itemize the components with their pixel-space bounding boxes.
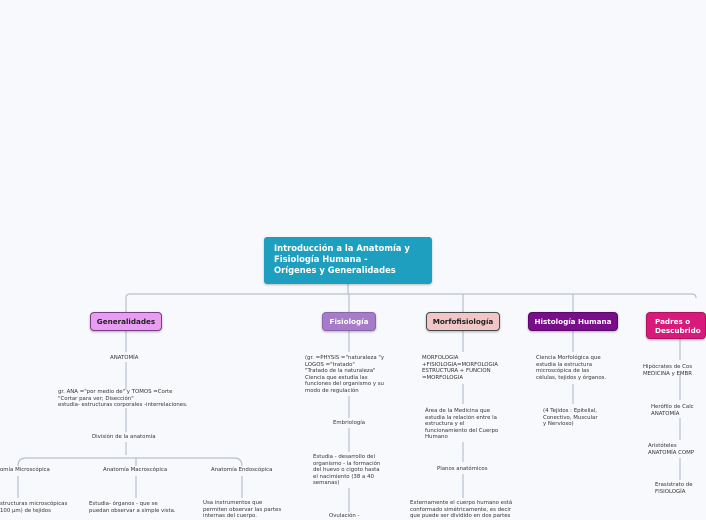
node-ovulacion[interactable]: Ovulación -: [329, 513, 360, 519]
node-planos-anatomicos[interactable]: Planos anatómicos: [437, 466, 488, 472]
node-macroscopica-desc[interactable]: Estudia- órganos - que se puedan observa…: [89, 501, 176, 514]
node-embriologia[interactable]: Embriología: [333, 420, 366, 426]
node-morfofisiologia-area[interactable]: Área de la Medicina que estudia la relac…: [425, 408, 499, 441]
central-topic-line-2: Fisiología Humana -: [274, 254, 368, 264]
topic-fisiologia[interactable]: Fisiología: [322, 312, 376, 331]
central-topic[interactable]: Introducción a la Anatomía y Fisiología …: [264, 237, 432, 284]
node-erasistrato[interactable]: Erasístrato de FISIOLOGÍA: [655, 482, 693, 495]
node-anatomia[interactable]: ANATOMÍA: [110, 355, 139, 361]
topic-histologia[interactable]: Histología Humana: [528, 312, 618, 331]
node-anatomia-definicion[interactable]: gr. ANA ="por medio de" y TOMOS =Corte "…: [58, 389, 188, 409]
node-aristoteles[interactable]: Aristóteles ANATOMÍA COMP: [648, 443, 695, 456]
node-histologia-desc[interactable]: Ciencia Morfológica que estudia la estru…: [536, 355, 607, 381]
node-embriologia-desc[interactable]: Estudia - desarrollo del organismo - la …: [313, 454, 381, 487]
topic-generalidades[interactable]: Generalidades: [90, 312, 162, 331]
node-microscopica-desc[interactable]: structuras microscópicas 100 µm) de teji…: [0, 501, 68, 514]
node-endoscopica-desc[interactable]: Usa instrumentos que permiten observar l…: [203, 500, 282, 520]
node-anatomia-endoscopica[interactable]: Anatomía Endoscópica: [211, 467, 273, 473]
topic-morfofisiologia[interactable]: Morfofisiología: [426, 312, 500, 331]
node-simetria-externa[interactable]: Externamente el cuerpo humano está confo…: [410, 500, 513, 520]
node-cuatro-tejidos[interactable]: (4 Tejidos : Epitelial, Conectivo, Muscu…: [543, 408, 598, 428]
node-division-anatomia[interactable]: División de la anatomía: [92, 434, 156, 440]
node-anatomia-microscopica[interactable]: omía Microscópica: [0, 467, 50, 473]
central-topic-line-1: Introducción a la Anatomía y: [274, 243, 410, 253]
node-fisiologia-definicion[interactable]: (gr. =PHYSIS ="naturaleza "y LOGOS ="tra…: [305, 355, 385, 394]
central-topic-line-3: Orígenes y Generalidades: [274, 265, 396, 275]
topic-padres[interactable]: Padres o Descubrido: [646, 312, 706, 339]
node-morfologia-formula[interactable]: MORFOLOGIA +FISIOLOGIA=MORFOLOGIA ESTRUC…: [422, 355, 498, 381]
node-herofilo[interactable]: Herófilo de Calc ANATOMÍA: [651, 404, 694, 417]
node-anatomia-macroscopica[interactable]: Anatomía Macroscópica: [103, 467, 168, 473]
node-hipocrates[interactable]: Hipócrates de Cos MEDICINA y EMBR: [643, 364, 693, 377]
